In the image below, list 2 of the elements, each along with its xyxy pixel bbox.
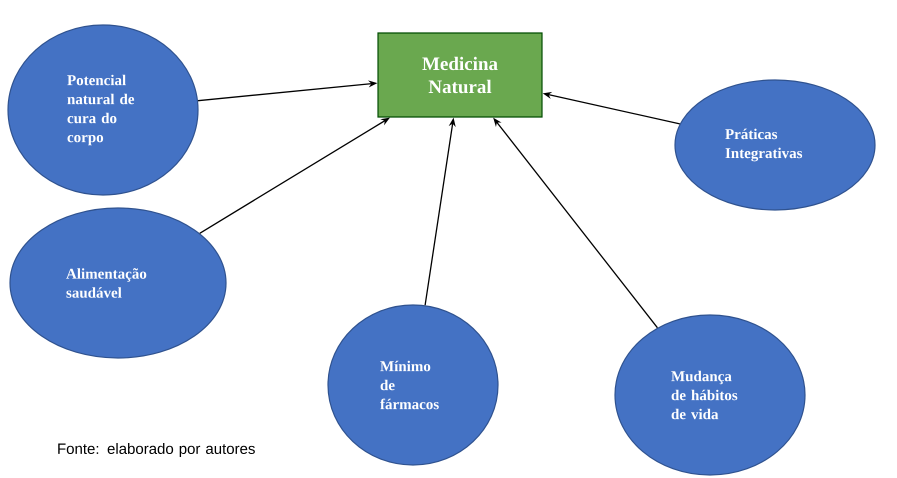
process-box: Medicina Natural (377, 32, 543, 118)
source-note: Fonte: elaborado por autores (58, 443, 255, 457)
